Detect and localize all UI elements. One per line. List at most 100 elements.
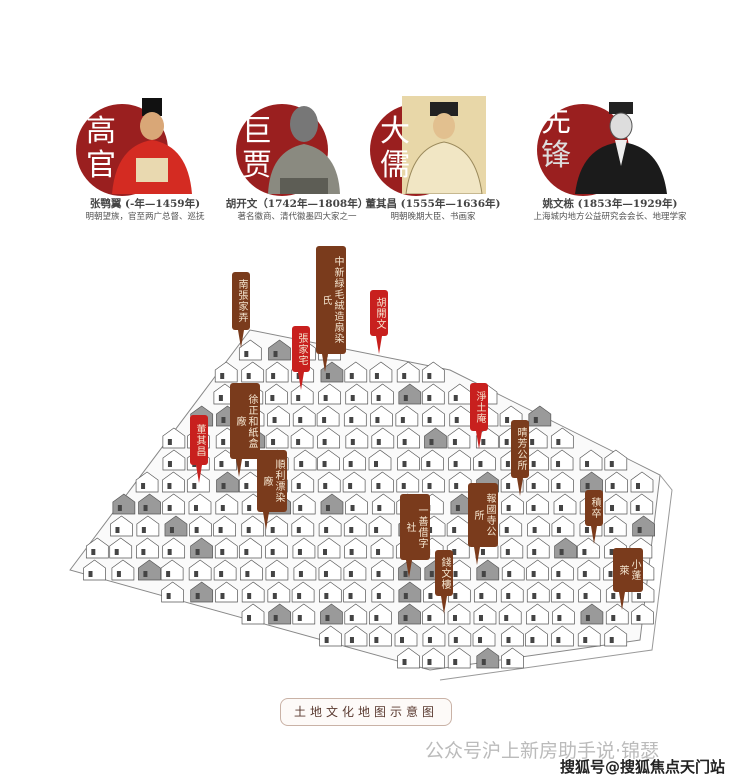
window xyxy=(270,395,275,401)
window xyxy=(582,571,587,577)
window xyxy=(246,527,251,533)
window xyxy=(141,483,146,489)
window xyxy=(635,483,640,489)
window xyxy=(296,483,301,489)
window xyxy=(298,505,303,511)
window xyxy=(244,483,249,489)
window xyxy=(88,571,93,577)
location-label[interactable]: 胡開文 xyxy=(370,290,388,336)
location-label[interactable]: 順利漂染廠 xyxy=(257,450,287,512)
window xyxy=(350,395,355,401)
location-label[interactable]: 董其昌 xyxy=(190,415,208,465)
window xyxy=(296,395,301,401)
window xyxy=(402,461,407,467)
location-label[interactable]: 小蓬萊 xyxy=(613,548,643,592)
figure-char-2: 锋 xyxy=(541,138,571,173)
window xyxy=(324,637,329,643)
window xyxy=(298,571,303,577)
window xyxy=(167,483,172,489)
location-label[interactable]: 張家宅 xyxy=(292,326,310,372)
window xyxy=(220,505,225,511)
window xyxy=(220,373,225,379)
location-label[interactable]: 錢文樓 xyxy=(435,550,453,596)
window xyxy=(322,417,327,423)
window xyxy=(325,505,330,511)
window xyxy=(556,483,561,489)
window xyxy=(143,505,148,511)
location-label[interactable]: 一善借字社 xyxy=(400,494,430,560)
window xyxy=(400,637,405,643)
window xyxy=(323,549,328,555)
location-label[interactable]: 晴芳公所 xyxy=(511,420,529,478)
window xyxy=(403,615,408,621)
window xyxy=(377,505,382,511)
window xyxy=(322,439,327,445)
window xyxy=(272,417,277,423)
window xyxy=(531,461,536,467)
location-label[interactable]: 積卒 xyxy=(585,490,603,526)
window xyxy=(349,615,354,621)
window xyxy=(453,637,458,643)
figure-desc: 著名徽商、清代徽墨四大家之一 xyxy=(237,212,357,222)
location-label[interactable]: 徐正和紙盒廠 xyxy=(230,383,260,459)
window xyxy=(194,571,199,577)
window xyxy=(298,417,303,423)
label-pointer xyxy=(406,560,412,578)
window xyxy=(270,527,275,533)
window xyxy=(374,637,379,643)
window xyxy=(504,615,509,621)
window xyxy=(557,615,562,621)
window xyxy=(218,395,223,401)
window xyxy=(116,571,121,577)
window xyxy=(219,571,224,577)
window xyxy=(608,571,613,577)
window xyxy=(429,439,434,445)
window xyxy=(322,461,327,467)
label-pointer xyxy=(441,596,447,614)
window xyxy=(166,571,171,577)
window xyxy=(585,461,590,467)
window xyxy=(403,593,408,599)
figure-name: 董其昌 (1555年—1636年) xyxy=(365,198,501,210)
label-pointer xyxy=(238,330,244,348)
window xyxy=(530,439,535,445)
location-label[interactable]: 報國寺公所 xyxy=(468,483,498,547)
window xyxy=(324,527,329,533)
location-label[interactable]: 中新緑毛絨造扇染氏 xyxy=(316,246,346,354)
window xyxy=(506,659,511,665)
window xyxy=(143,571,148,577)
window xyxy=(270,571,275,577)
window xyxy=(556,527,561,533)
window xyxy=(506,483,511,489)
figure-char-1: 大 xyxy=(380,114,410,149)
window xyxy=(636,615,641,621)
window xyxy=(193,505,198,511)
window xyxy=(584,527,589,533)
window xyxy=(221,439,226,445)
window xyxy=(244,351,249,357)
window xyxy=(453,659,458,665)
window xyxy=(532,549,537,555)
window xyxy=(323,483,328,489)
window xyxy=(296,527,301,533)
window xyxy=(270,549,275,555)
window xyxy=(506,637,511,643)
window xyxy=(453,593,458,599)
window xyxy=(141,527,146,533)
window xyxy=(297,593,302,599)
window xyxy=(559,549,564,555)
window xyxy=(376,593,381,599)
window xyxy=(609,527,614,533)
watermark: 公众号沪上新房助手说·锦瑟 xyxy=(425,740,660,762)
window xyxy=(611,593,616,599)
window xyxy=(480,549,485,555)
window xyxy=(479,593,484,599)
window xyxy=(167,549,172,555)
figure-char-2: 儒 xyxy=(380,148,410,183)
window xyxy=(531,571,536,577)
location-label[interactable]: 淨土庵 xyxy=(470,383,488,431)
window xyxy=(611,615,616,621)
location-label[interactable]: 南張家弄 xyxy=(232,272,250,330)
window xyxy=(453,571,458,577)
window xyxy=(478,461,483,467)
